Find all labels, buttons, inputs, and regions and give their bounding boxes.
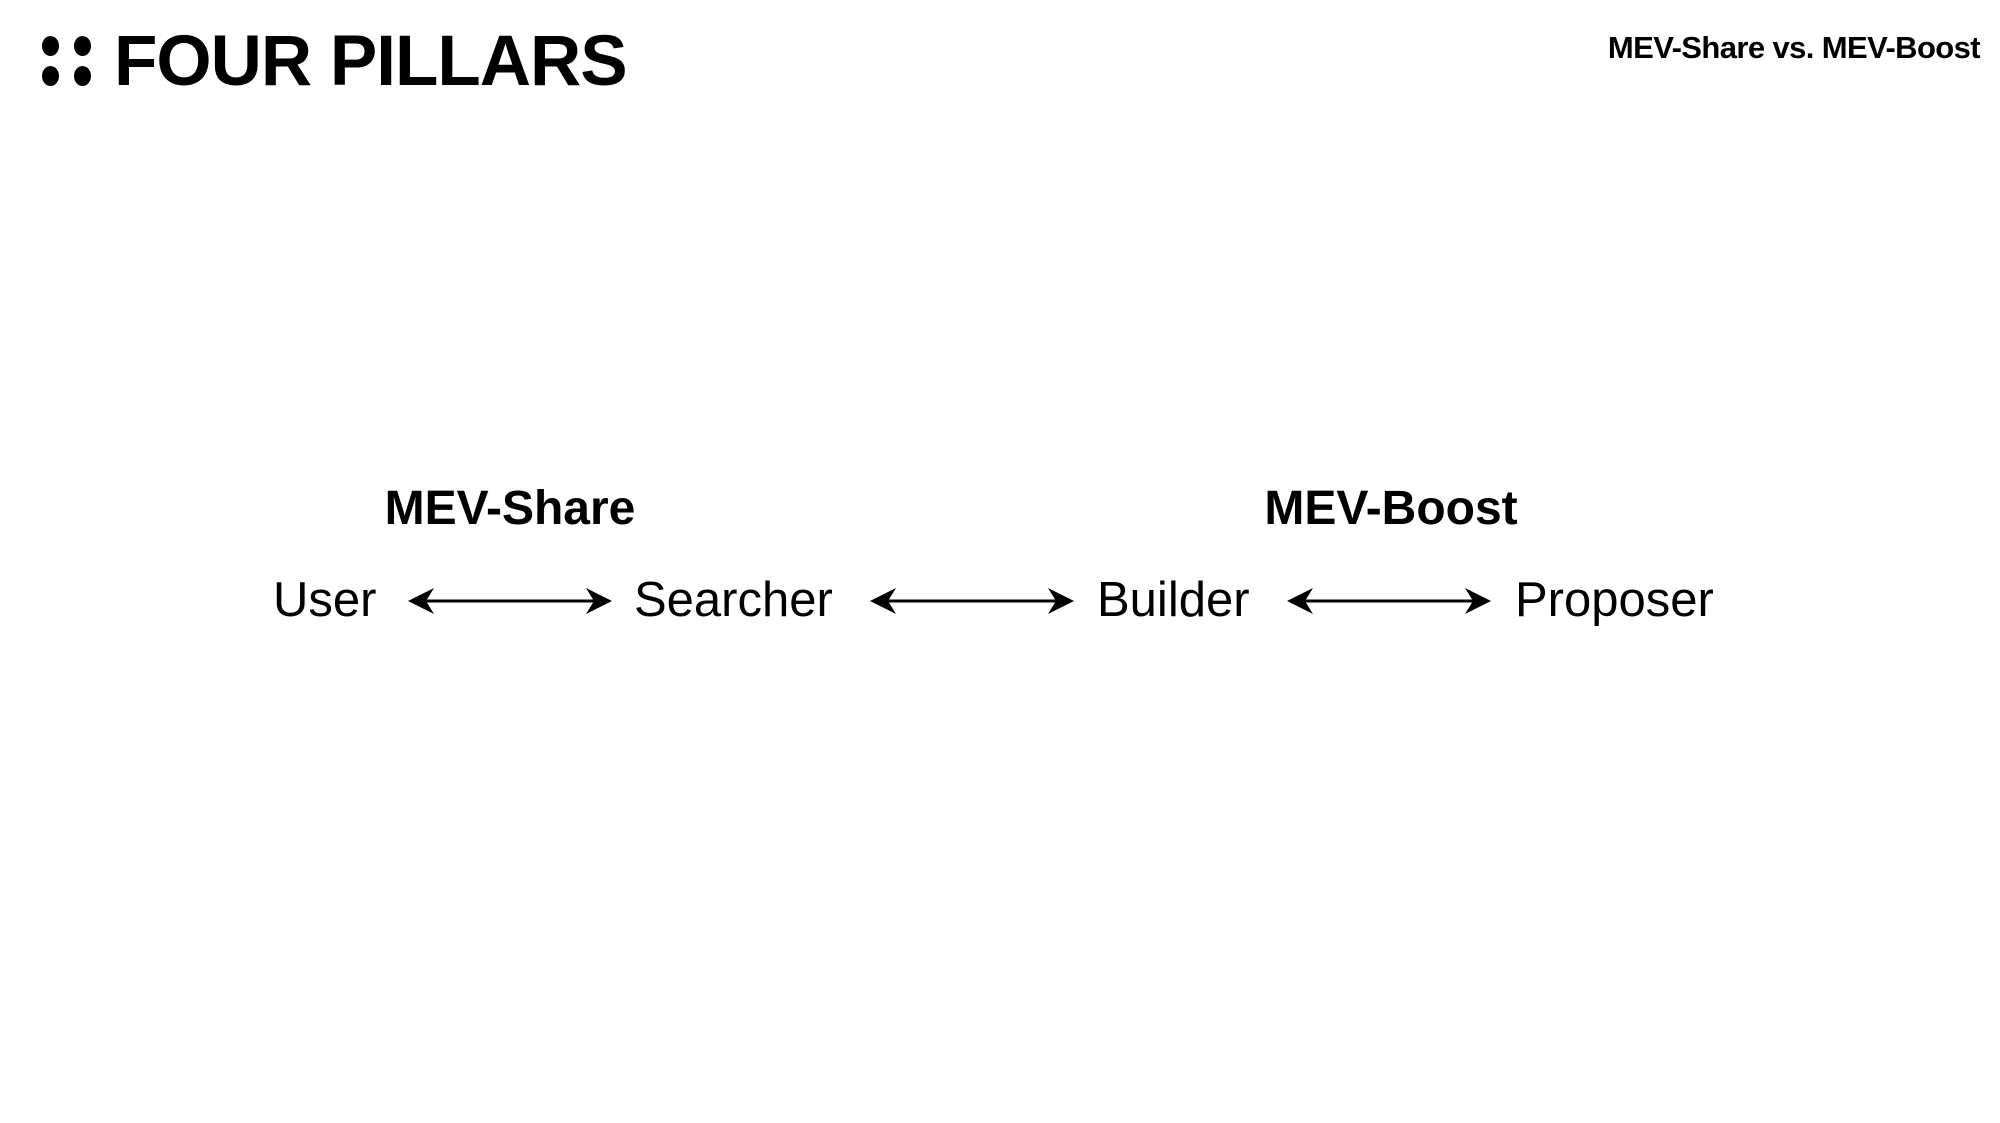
group-label-mev-boost: MEV-Boost <box>1264 482 1518 535</box>
bidirectional-arrow-icon <box>408 588 612 614</box>
bidirectional-arrow-icon <box>870 588 1074 614</box>
node-user: User <box>273 573 377 627</box>
four-pillars-logo-icon <box>42 36 94 86</box>
node-proposer: Proposer <box>1515 573 1714 627</box>
slide-title: MEV-Share vs. MEV-Boost <box>1607 30 1981 65</box>
group-label-mev-share: MEV-Share <box>384 482 636 535</box>
brand-name: FOUR PILLARS <box>114 22 628 101</box>
bidirectional-arrow-icon <box>1287 588 1491 614</box>
node-searcher: Searcher <box>634 573 833 627</box>
node-builder: Builder <box>1097 573 1250 627</box>
